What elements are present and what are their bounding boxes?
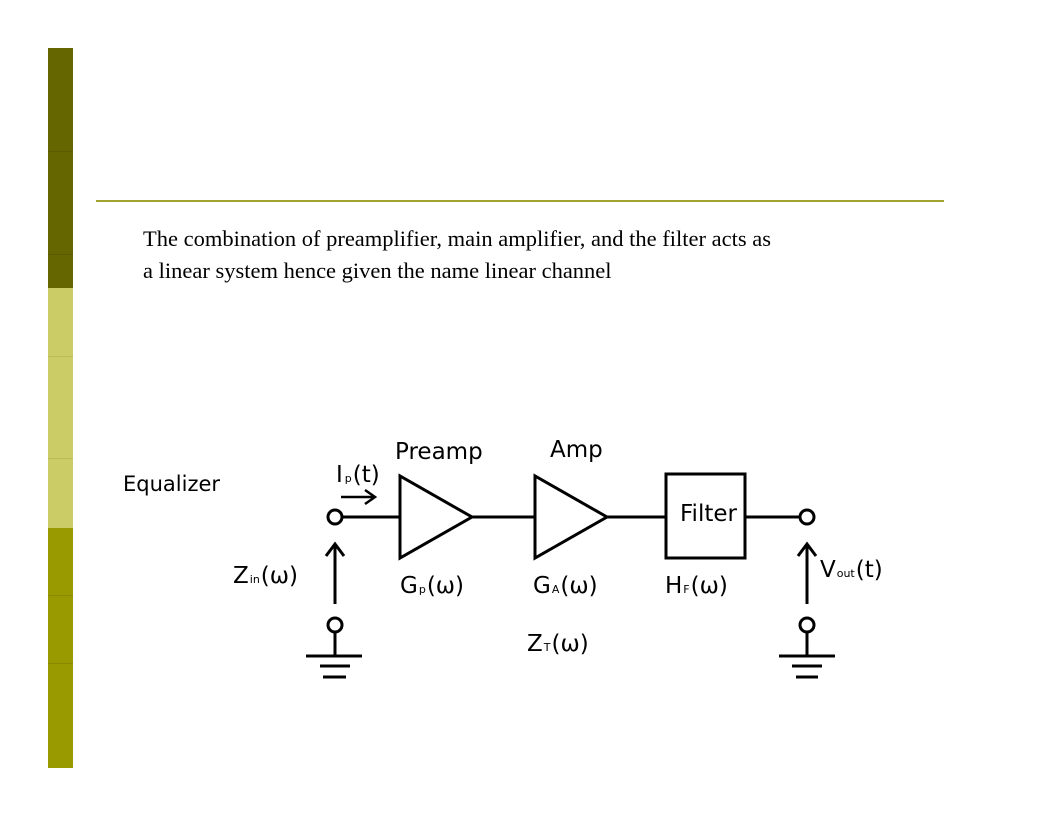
input-ground-terminal (326, 616, 344, 634)
zt-label: ZT(ω) (527, 631, 589, 657)
sidebar-segment-dark-2 (48, 151, 73, 255)
sidebar-segment-light (48, 288, 73, 528)
title-underline-rule (96, 200, 944, 202)
sidebar-divider (48, 458, 73, 459)
output-ground-terminal (798, 616, 816, 634)
sidebar-segment-dark-1 (48, 48, 73, 151)
preamp-triangle (398, 473, 476, 561)
ga-label: GA(ω) (533, 573, 598, 599)
slide-paragraph: The combination of preamplifier, main am… (143, 226, 771, 283)
zin-arrow-head (324, 541, 346, 557)
vout-arrow-head (796, 541, 818, 557)
filter-box (664, 472, 747, 560)
hf-label: HF(ω) (665, 573, 728, 599)
sidebar-divider (48, 356, 73, 357)
input-terminal (326, 508, 344, 526)
sidebar-segment-olive (48, 528, 73, 768)
amp-label: Amp (550, 437, 603, 463)
zin-label: Zin(ω) (233, 563, 298, 589)
preamp-label: Preamp (395, 439, 483, 465)
amp-triangle (533, 473, 611, 561)
vout-label: Vout(t) (820, 557, 883, 583)
equalizer-label: Equalizer (123, 472, 220, 496)
sidebar-divider (48, 595, 73, 596)
gp-label: Gp(ω) (400, 573, 464, 599)
filter-label: Filter (680, 501, 738, 527)
output-terminal (798, 508, 816, 526)
sidebar-accent-bar (48, 48, 73, 768)
ip-arrow-head (364, 488, 378, 506)
sidebar-divider (48, 663, 73, 664)
sidebar-segment-dark-3 (48, 254, 73, 289)
